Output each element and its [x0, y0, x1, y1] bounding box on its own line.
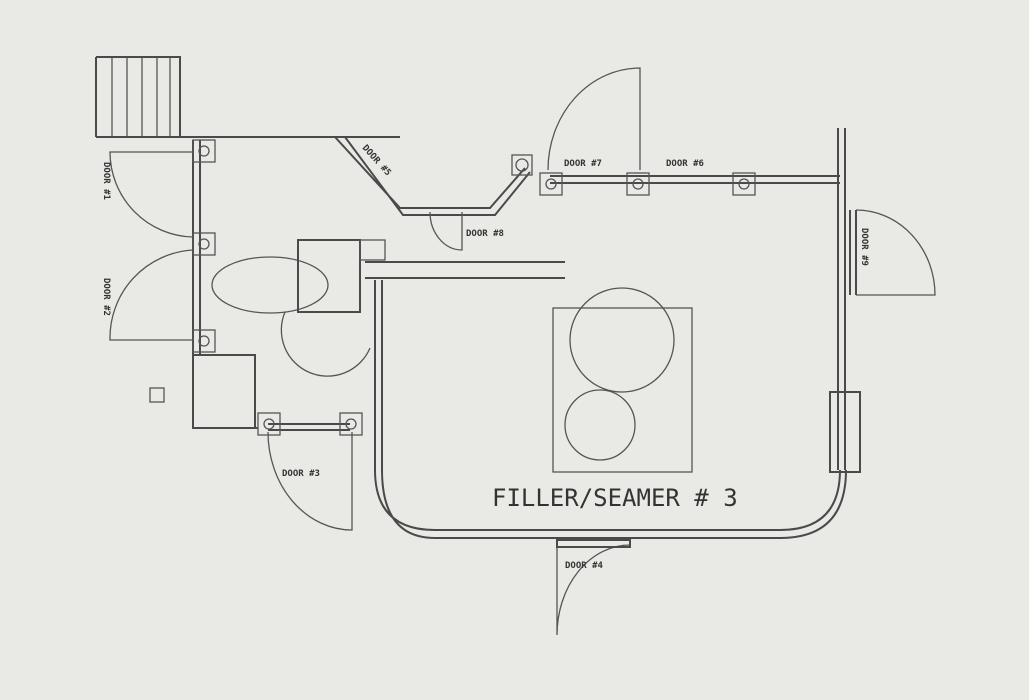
- door-swings: [109, 67, 936, 636]
- door-9-label: DOOR #9: [859, 228, 869, 266]
- door-8-label: DOOR #8: [466, 229, 504, 239]
- door-2-label: DOOR #2: [101, 278, 111, 316]
- room-title: FILLER/SEAMER # 3: [492, 484, 738, 512]
- door-3-label: DOOR #3: [282, 469, 320, 479]
- walls: [96, 128, 857, 539]
- door-6-label: DOOR #6: [666, 159, 704, 169]
- equipment: [149, 239, 861, 473]
- stairs: [95, 56, 181, 137]
- door-7-label: DOOR #7: [564, 159, 602, 169]
- columns: [192, 139, 756, 436]
- door-4-label: DOOR #4: [565, 561, 604, 571]
- door-1-label: DOOR #1: [101, 162, 111, 200]
